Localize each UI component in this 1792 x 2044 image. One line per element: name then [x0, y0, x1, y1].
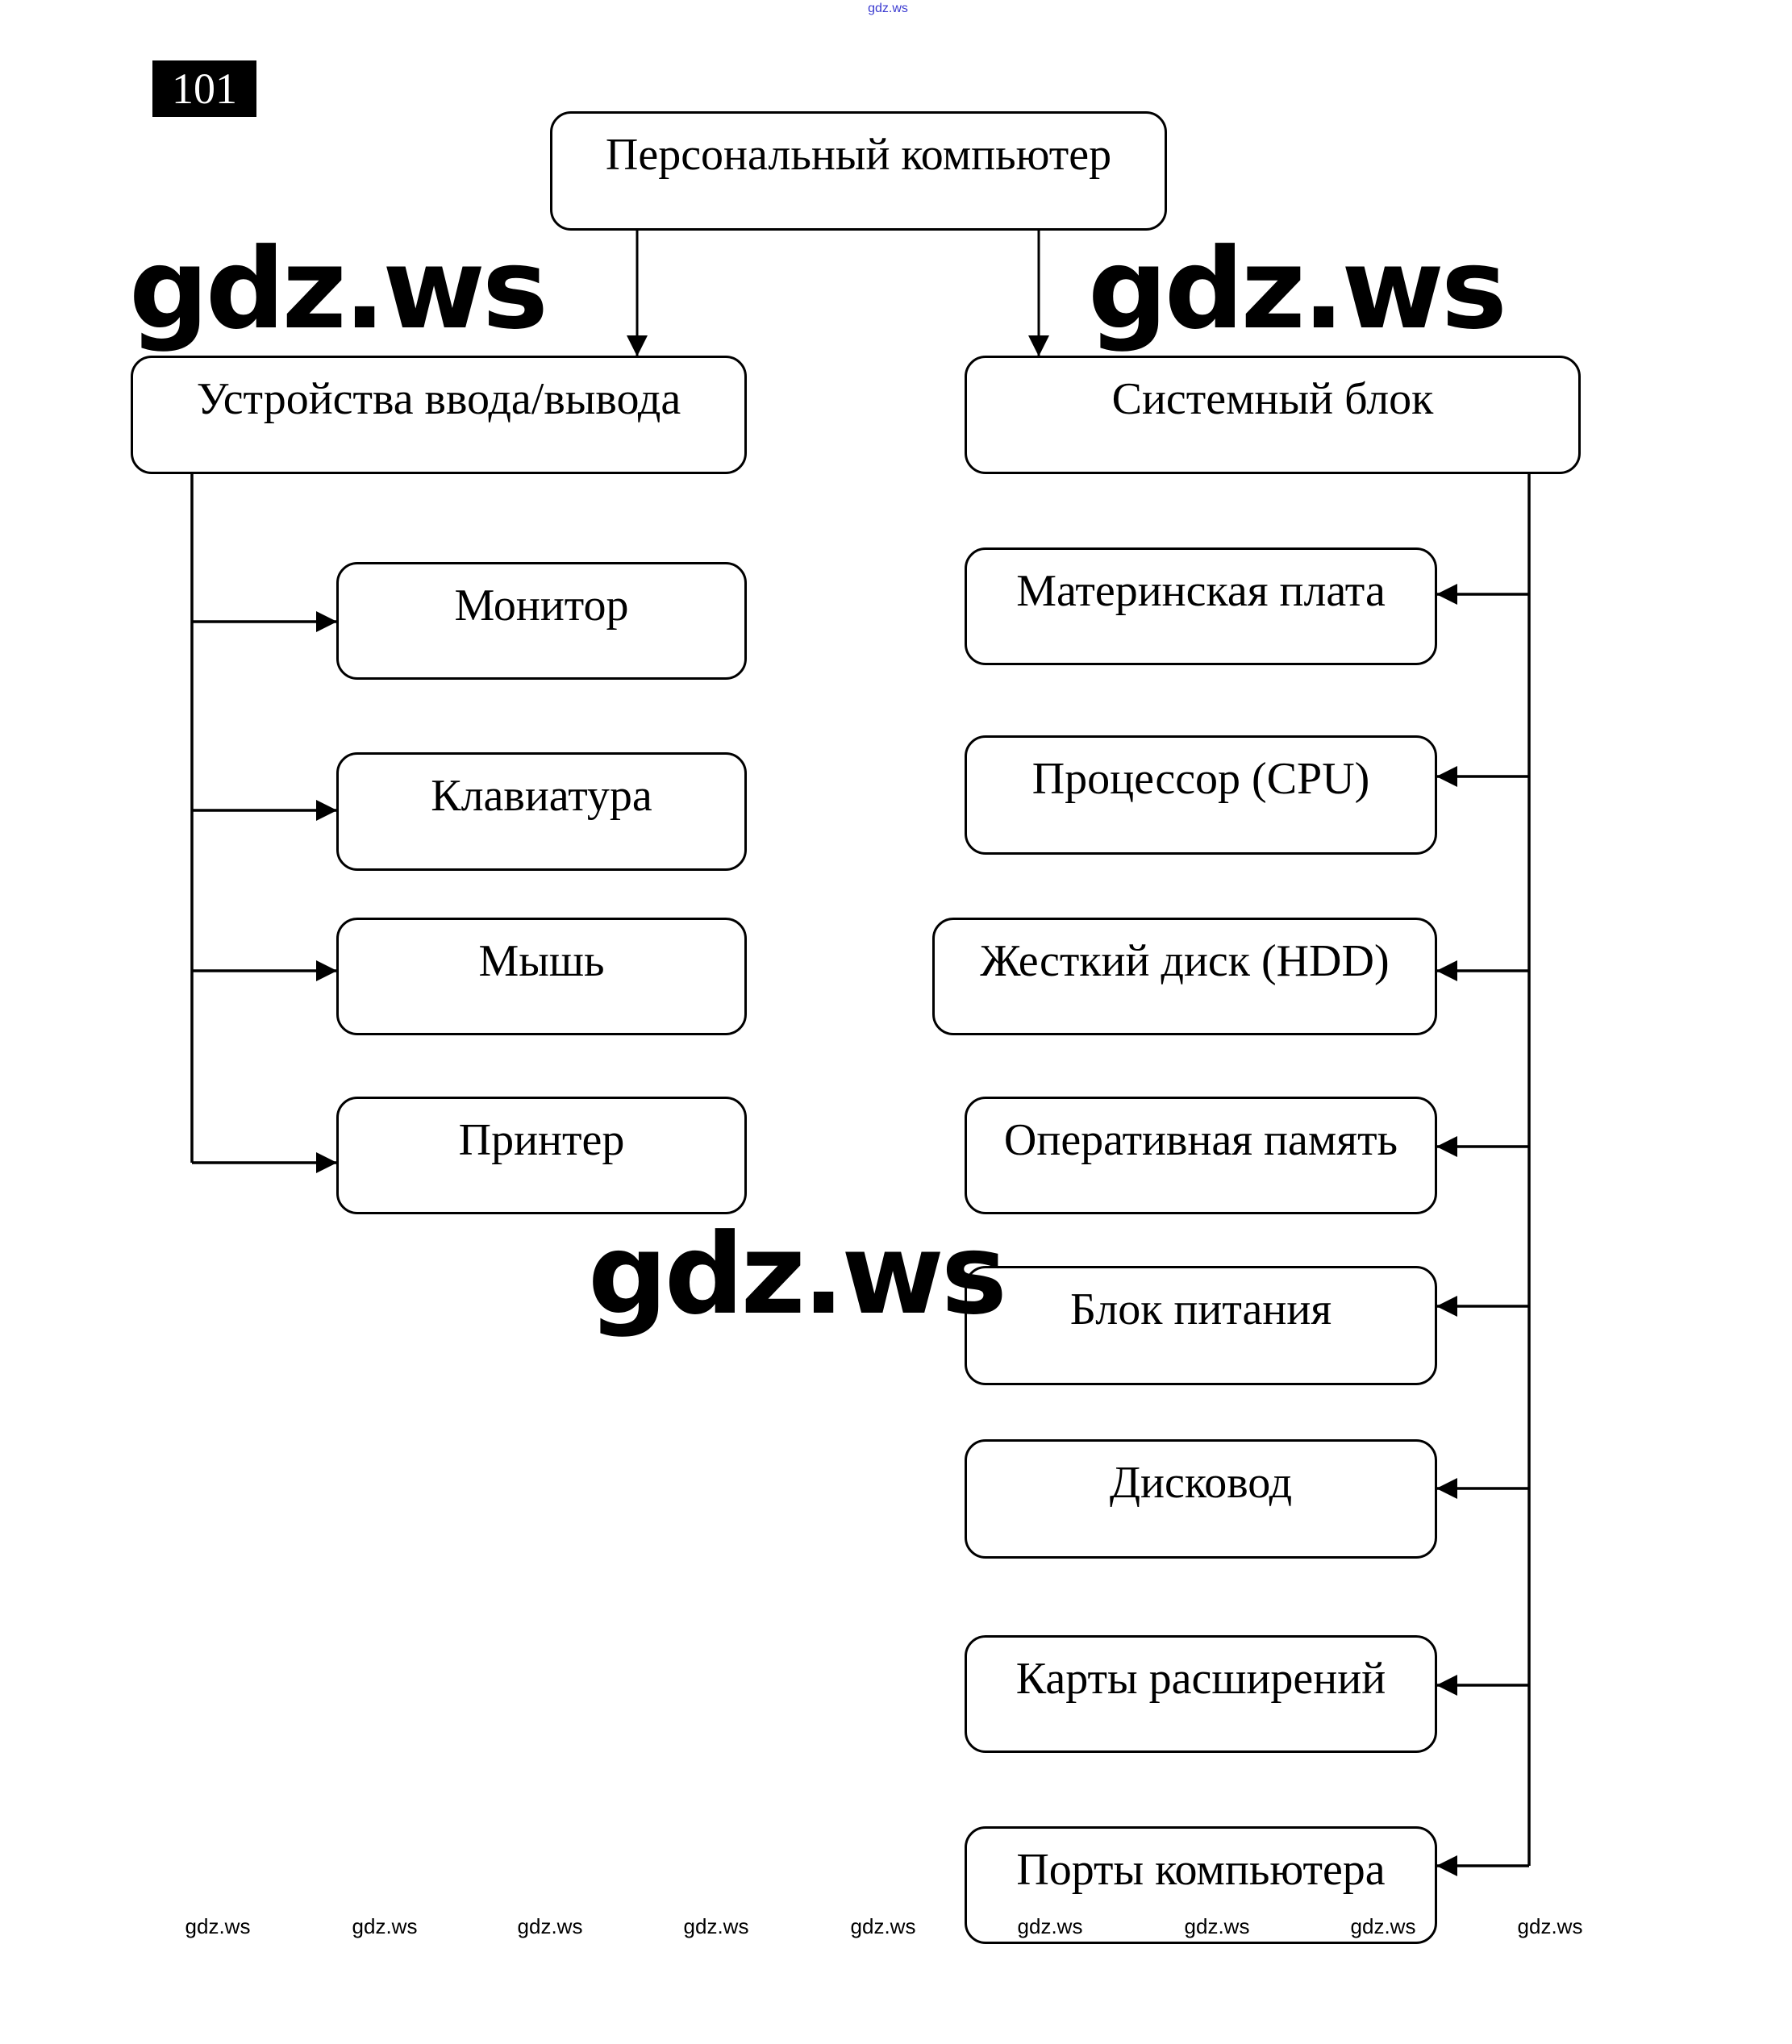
watermark-small: gdz.ws	[1017, 1914, 1083, 1938]
node-ram: Оперативная память	[965, 1097, 1437, 1214]
watermark-small: gdz.ws	[1350, 1914, 1416, 1938]
node-cpu: Процессор (CPU)	[965, 735, 1437, 855]
node-monitor: Монитор	[336, 562, 747, 680]
node-disk-drive: Дисковод	[965, 1439, 1437, 1559]
top-watermark: gdz.ws	[868, 2, 908, 15]
watermark-small: gdz.ws	[185, 1914, 251, 1938]
watermark-small: gdz.ws	[850, 1914, 916, 1938]
watermark-large: gdz.ws	[588, 1209, 1007, 1339]
watermark-small: gdz.ws	[1517, 1914, 1583, 1938]
page-number-badge: 101	[152, 60, 256, 117]
node-system-unit: Системный блок	[965, 356, 1581, 474]
node-keyboard: Клавиатура	[336, 752, 747, 871]
node-motherboard: Материнская плата	[965, 547, 1437, 665]
watermark-small: gdz.ws	[352, 1914, 418, 1938]
node-mouse: Мышь	[336, 918, 747, 1035]
watermark-large: gdz.ws	[1088, 224, 1507, 354]
node-expansion-cards: Карты расширений	[965, 1635, 1437, 1753]
node-printer: Принтер	[336, 1097, 747, 1214]
node-hdd: Жесткий диск (HDD)	[932, 918, 1437, 1035]
watermark-small: gdz.ws	[1184, 1914, 1250, 1938]
node-root: Персональный компьютер	[550, 111, 1167, 231]
node-computer-ports: Порты компьютера	[965, 1826, 1437, 1944]
watermark-small: gdz.ws	[517, 1914, 583, 1938]
node-power-supply: Блок питания	[965, 1266, 1437, 1385]
node-io-devices: Устройства ввода/вывода	[131, 356, 747, 474]
watermark-small: gdz.ws	[683, 1914, 749, 1938]
watermark-large: gdz.ws	[129, 224, 548, 354]
